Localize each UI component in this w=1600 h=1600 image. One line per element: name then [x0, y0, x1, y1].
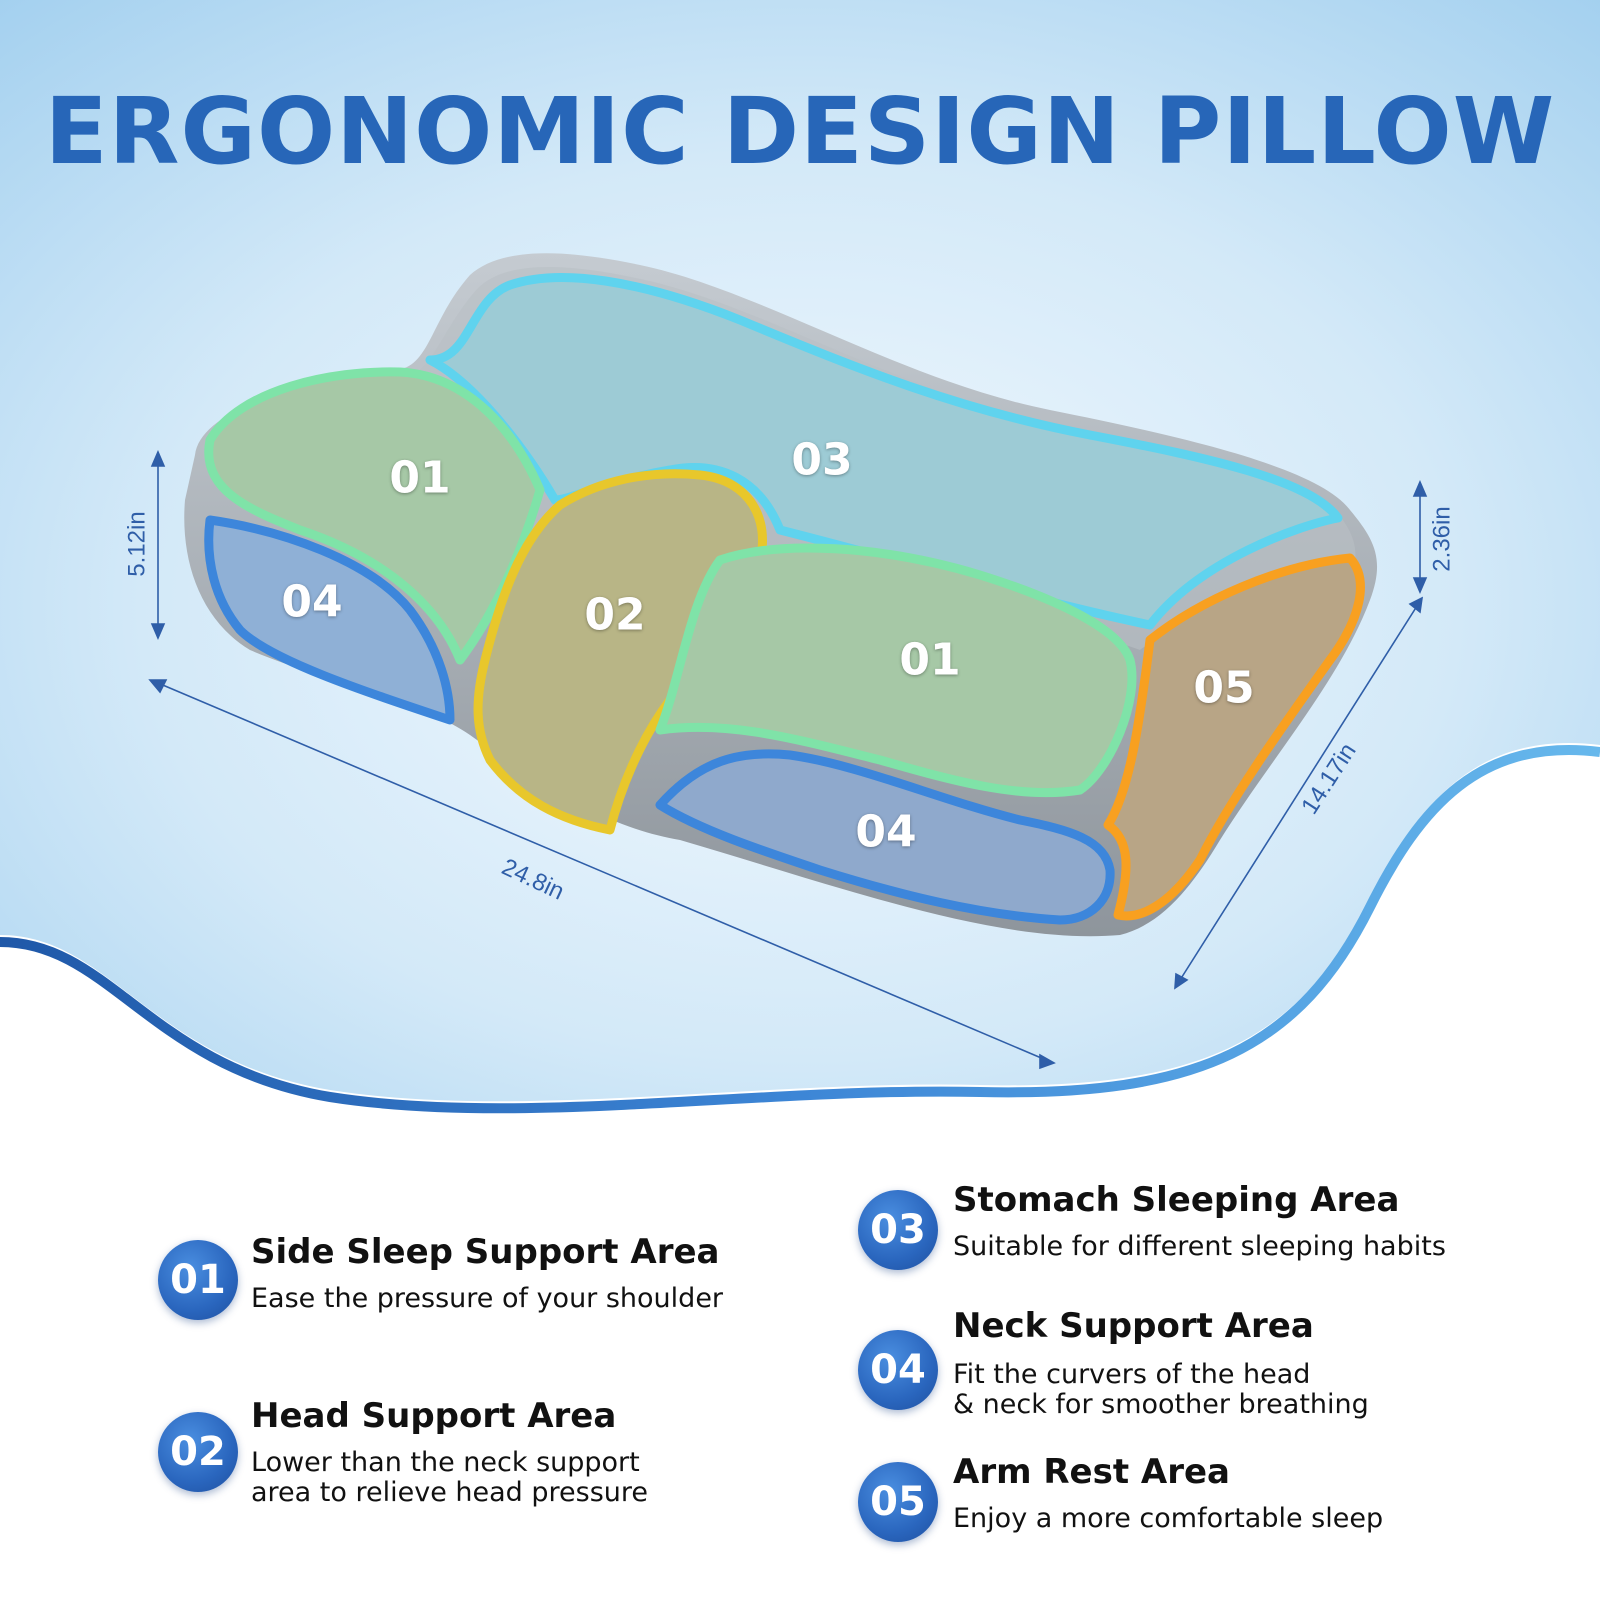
badge-05: 05: [858, 1462, 938, 1542]
badge-01: 01: [158, 1240, 238, 1320]
zone-label-04-left: 04: [281, 576, 343, 628]
page-title: ERGONOMIC DESIGN PILLOW: [44, 78, 1556, 185]
zone-label-03: 03: [791, 434, 853, 486]
zone-02-area: [473, 469, 767, 835]
wave-border: [0, 745, 1600, 1114]
zone-label-05: 05: [1193, 662, 1255, 714]
feature-description: Ease the pressure of your shoulder: [251, 1283, 724, 1314]
badge-04: 04: [858, 1330, 938, 1410]
feature-title: Head Support Area: [251, 1396, 617, 1436]
feature-description: Lower than the neck support area to reli…: [251, 1447, 648, 1508]
feature-title: Stomach Sleeping Area: [953, 1180, 1400, 1220]
zone-04-right-area: [655, 749, 1115, 925]
zone-05-area: [1103, 553, 1365, 921]
feature-description: Suitable for different sleeping habits: [953, 1231, 1446, 1262]
height-right-label: 2.36in: [1428, 506, 1456, 572]
height-left-label: 5.12in: [123, 511, 151, 577]
zone-label-04-right: 04: [855, 806, 917, 858]
feature-description: Fit the curvers of the head & neck for s…: [953, 1359, 1369, 1420]
feature-title: Arm Rest Area: [953, 1452, 1230, 1492]
badge-03: 03: [858, 1190, 938, 1270]
zone-label-01-left: 01: [389, 452, 451, 504]
feature-description: Enjoy a more comfortable sleep: [953, 1503, 1384, 1534]
feature-title: Neck Support Area: [953, 1306, 1314, 1346]
zone-label-02: 02: [584, 589, 646, 641]
zone-04-left-area: [204, 515, 455, 725]
zone-label-01-right: 01: [899, 634, 961, 686]
dimension-arrows: [148, 449, 1428, 1070]
badge-02: 02: [158, 1412, 238, 1492]
feature-title: Side Sleep Support Area: [251, 1232, 720, 1272]
zone-01-right-area: [655, 543, 1137, 798]
